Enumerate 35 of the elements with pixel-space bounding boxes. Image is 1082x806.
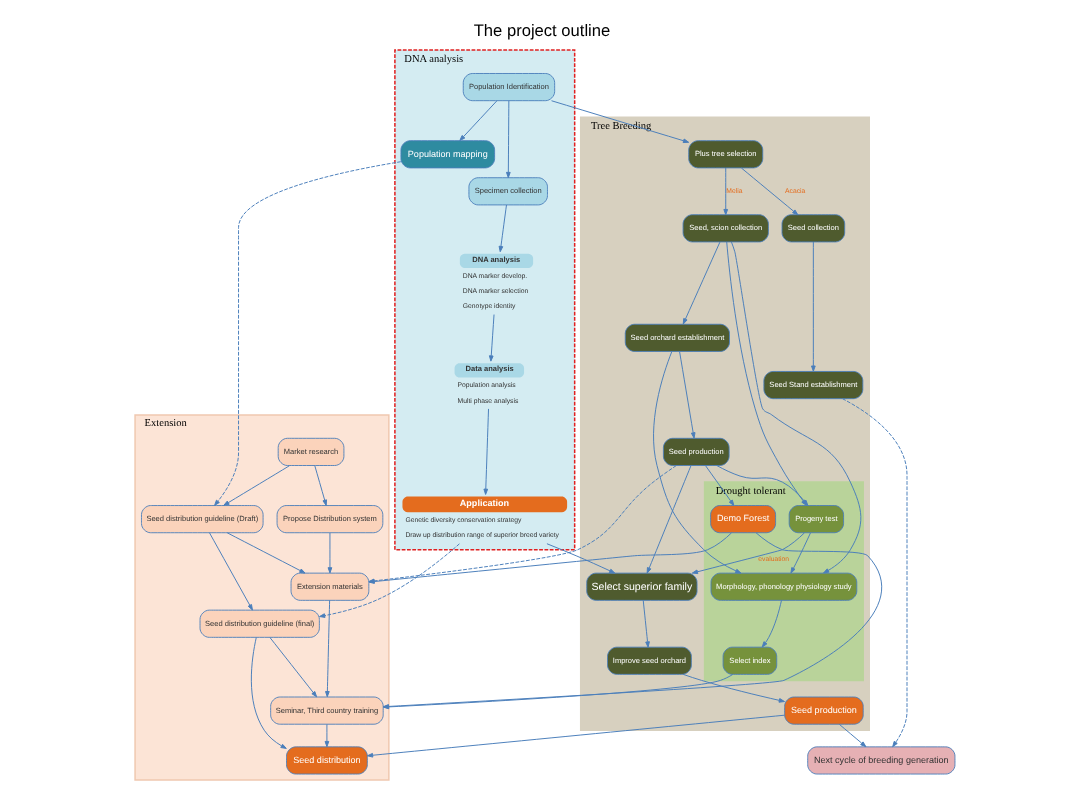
arrow — [652, 351, 741, 574]
arrow — [324, 599, 330, 698]
arrow — [550, 100, 689, 144]
arrow — [690, 532, 804, 575]
arrow — [323, 723, 329, 748]
arrow — [213, 161, 401, 506]
arrow — [641, 599, 649, 648]
arrow — [222, 465, 290, 506]
arrow — [739, 167, 798, 216]
arrow — [841, 398, 907, 748]
arrow — [645, 465, 691, 574]
arrow — [681, 673, 784, 703]
arrow — [458, 100, 497, 142]
arrow — [497, 204, 506, 253]
arrow — [678, 351, 695, 439]
arrow — [207, 532, 252, 611]
arrow — [318, 543, 459, 618]
arrow — [268, 636, 317, 698]
arrow — [760, 599, 781, 648]
arrow — [789, 532, 810, 574]
arrow — [225, 532, 305, 574]
arrow — [545, 543, 615, 574]
arrow — [722, 167, 728, 216]
arrow — [505, 100, 510, 179]
arrow — [487, 314, 494, 362]
arrow — [313, 465, 326, 506]
diagram-title: The project outline — [472, 20, 610, 41]
arrow — [704, 465, 734, 506]
arrow — [482, 408, 488, 495]
arrow — [837, 723, 866, 748]
arrow — [326, 532, 332, 574]
arrow — [365, 714, 784, 758]
arrow — [810, 241, 815, 372]
arrow — [681, 241, 720, 325]
arrow — [249, 637, 286, 749]
